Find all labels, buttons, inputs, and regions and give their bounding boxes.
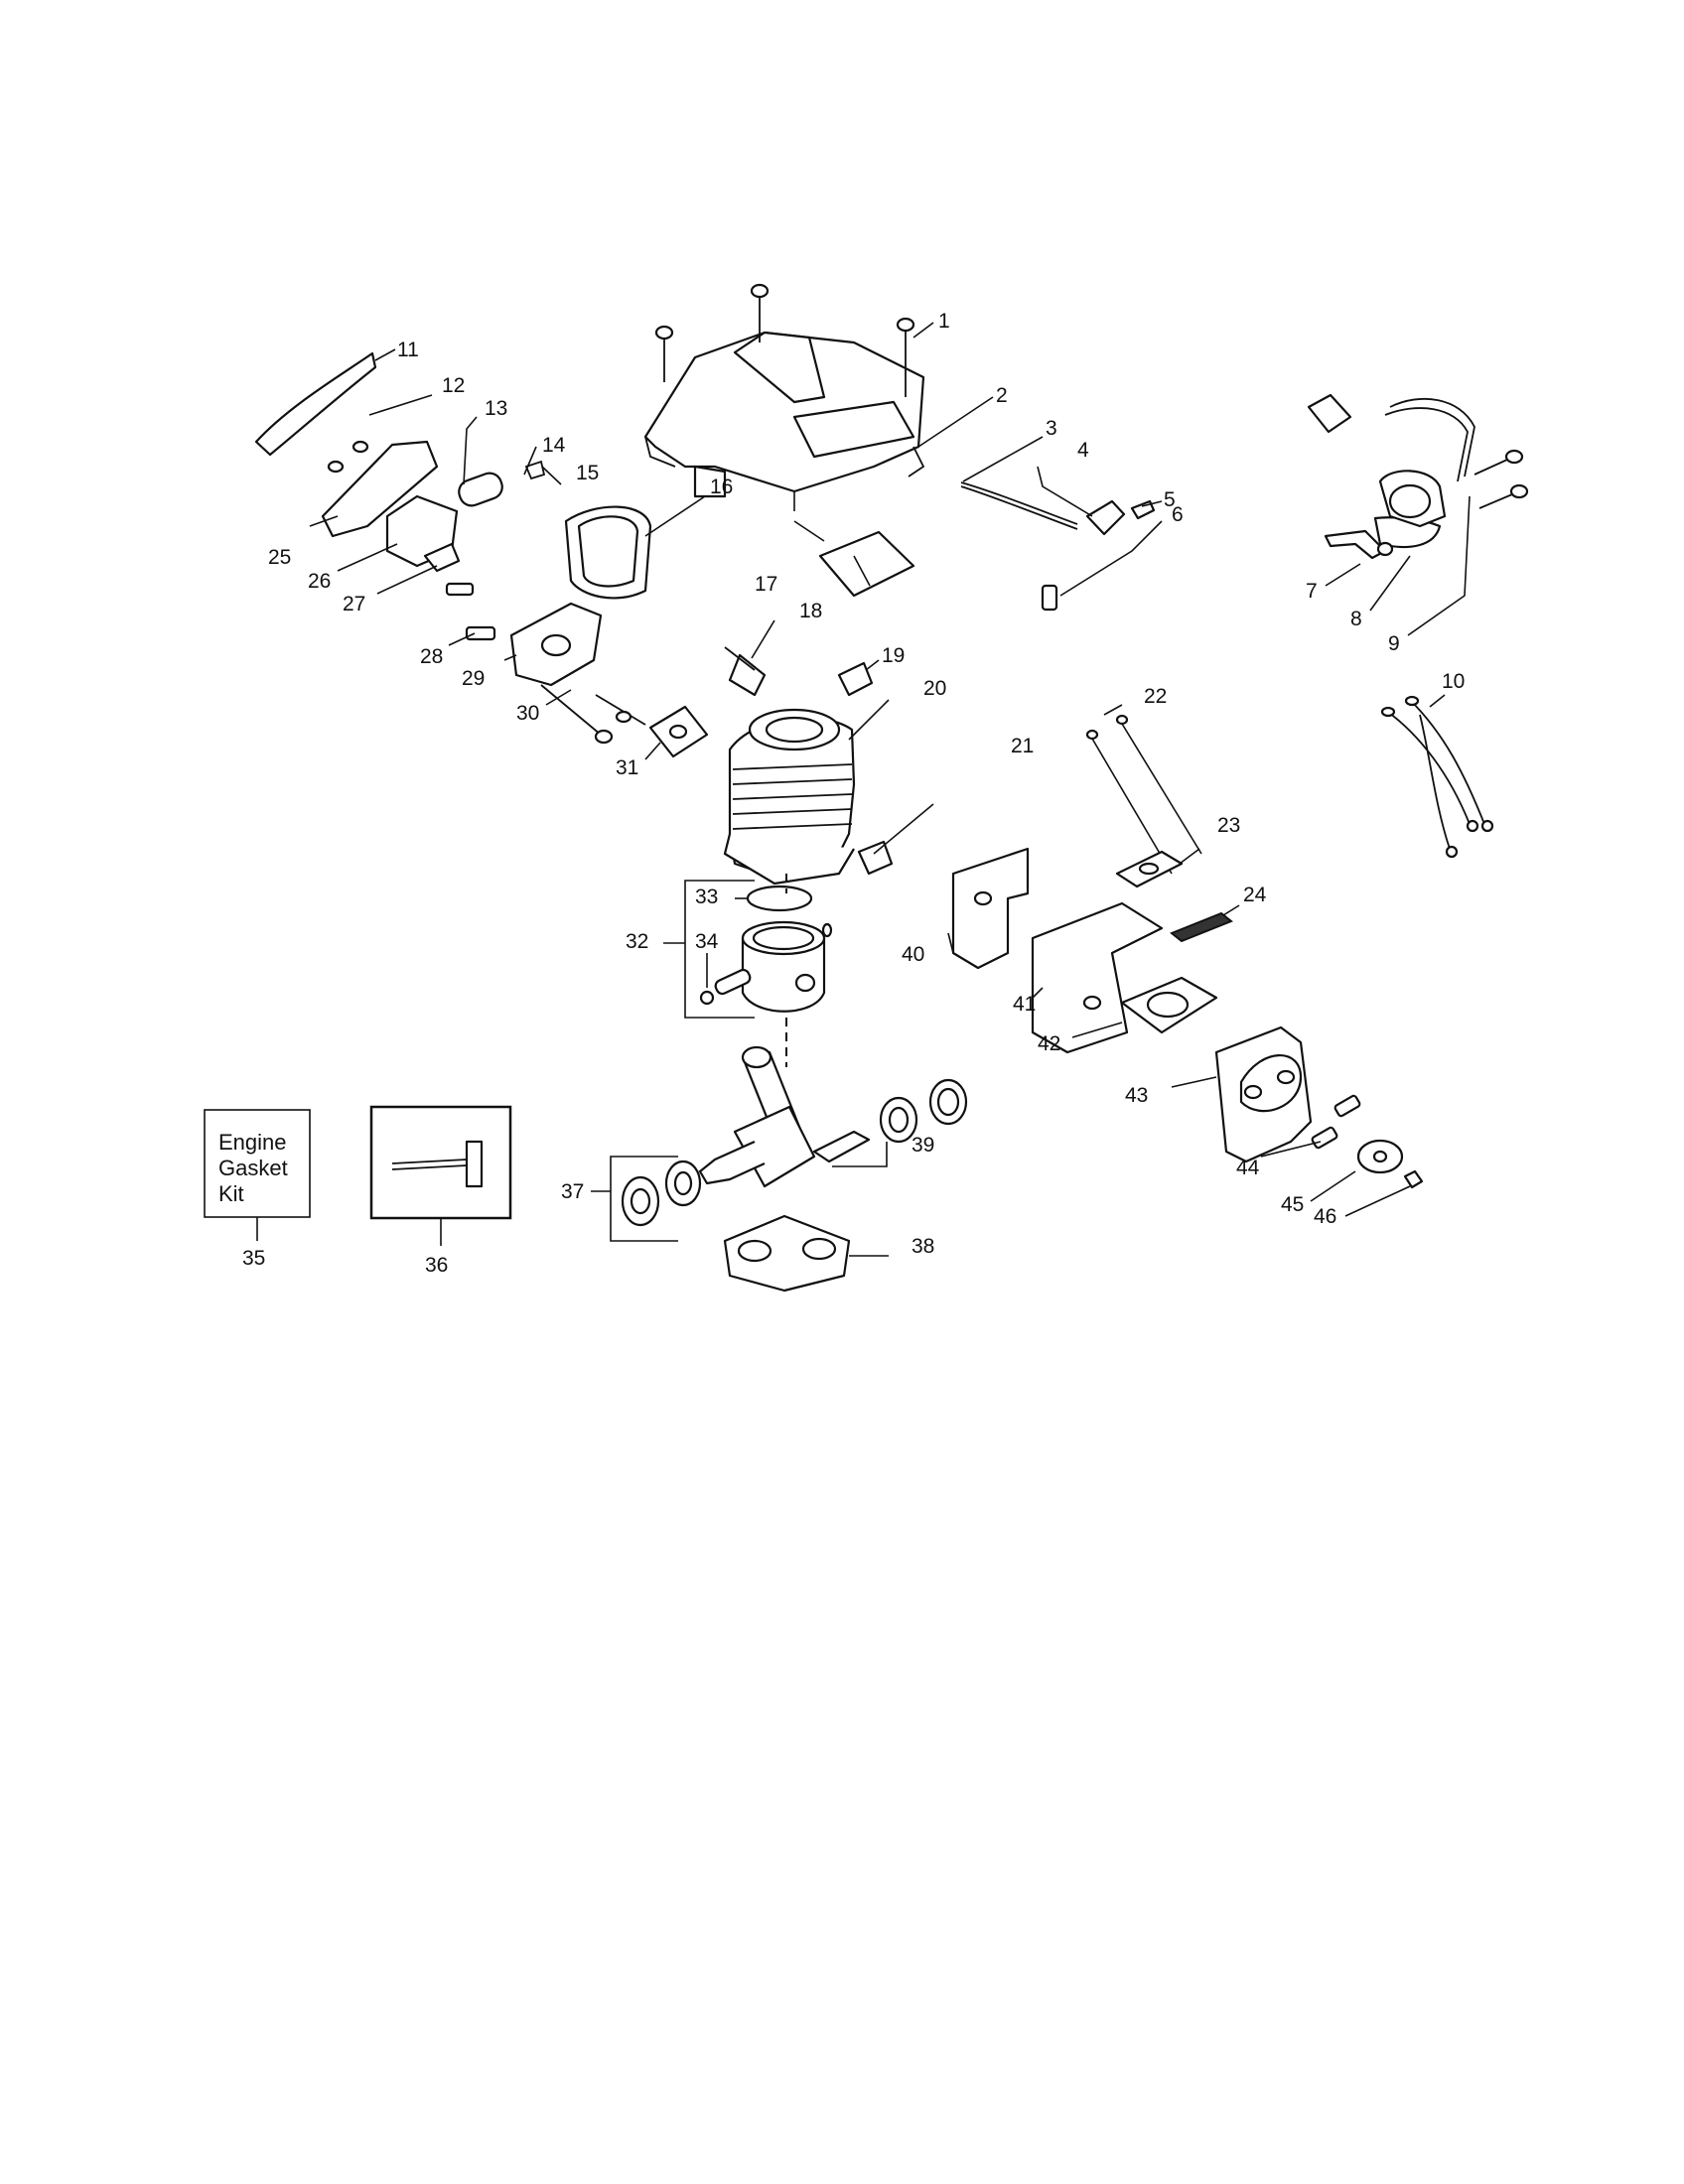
callout-36: 36 bbox=[425, 1254, 448, 1277]
callout-35: 35 bbox=[242, 1247, 265, 1270]
callout-28: 28 bbox=[420, 645, 443, 668]
callout-29: 29 bbox=[462, 667, 485, 690]
callout-41: 41 bbox=[1013, 993, 1036, 1016]
piston-part bbox=[699, 920, 833, 1013]
callout-21: 21 bbox=[1011, 735, 1034, 757]
cylinder-part bbox=[723, 708, 856, 886]
callout-6: 6 bbox=[1172, 503, 1184, 526]
kit-line-3: Kit bbox=[218, 1181, 244, 1206]
callout-31: 31 bbox=[616, 756, 638, 779]
screw-icon bbox=[1085, 729, 1099, 741]
callout-40: 40 bbox=[902, 943, 924, 966]
callout-22: 22 bbox=[1144, 685, 1167, 708]
callout-12: 12 bbox=[442, 374, 465, 397]
callout-numbers: 1 2 3 4 5 6 7 8 9 10 11 12 13 14 15 16 1… bbox=[242, 310, 1465, 1277]
callout-16: 16 bbox=[710, 476, 733, 498]
callout-20: 20 bbox=[923, 677, 946, 700]
heat-shield-part bbox=[1031, 901, 1164, 1054]
callout-9: 9 bbox=[1388, 632, 1400, 655]
muffler-part bbox=[1214, 1025, 1424, 1189]
callout-2: 2 bbox=[996, 384, 1008, 407]
callout-14: 14 bbox=[542, 434, 566, 457]
spark-arrestor-plate-part bbox=[1115, 850, 1184, 888]
callout-42: 42 bbox=[1038, 1032, 1060, 1055]
callout-34: 34 bbox=[695, 930, 719, 953]
callout-10: 10 bbox=[1442, 670, 1465, 693]
engine-cover-part bbox=[643, 331, 925, 498]
tool-box bbox=[369, 1105, 512, 1220]
plug-boot-part bbox=[837, 661, 874, 697]
ignition-coil-part bbox=[1307, 393, 1529, 560]
screw-icon bbox=[750, 283, 770, 342]
callout-25: 25 bbox=[268, 546, 291, 569]
muffler-gasket-part bbox=[951, 847, 1030, 970]
cover-screws-part bbox=[654, 283, 915, 397]
ignition-wires-part bbox=[1380, 695, 1494, 859]
callout-18: 18 bbox=[799, 600, 822, 622]
decomp-gasket-part bbox=[595, 694, 709, 758]
callout-24: 24 bbox=[1243, 884, 1267, 906]
callout-5: 5 bbox=[1164, 488, 1176, 511]
callout-43: 43 bbox=[1125, 1084, 1148, 1107]
screw-icon bbox=[1474, 449, 1524, 476]
air-filter-cover-part bbox=[254, 351, 377, 457]
callout-33: 33 bbox=[695, 886, 718, 908]
gasket-ring-part bbox=[564, 505, 652, 600]
callout-3: 3 bbox=[1046, 417, 1057, 440]
screw-icon bbox=[1115, 714, 1129, 726]
callout-37: 37 bbox=[561, 1180, 584, 1203]
callout-17: 17 bbox=[755, 573, 777, 596]
callout-26: 26 bbox=[308, 570, 331, 593]
crank-bearings-right-part bbox=[879, 1078, 968, 1144]
fuel-line-part bbox=[960, 481, 1156, 612]
muffler-screws-part bbox=[1085, 714, 1202, 875]
exhaust-gasket-part bbox=[1120, 976, 1218, 1034]
screw-icon bbox=[1478, 483, 1529, 509]
callout-46: 46 bbox=[1314, 1205, 1336, 1228]
callout-13: 13 bbox=[485, 397, 507, 420]
callout-15: 15 bbox=[576, 462, 599, 484]
callout-38: 38 bbox=[912, 1235, 934, 1258]
crankshaft-part bbox=[698, 1045, 871, 1188]
cylinder-cap-part bbox=[857, 840, 894, 876]
callout-11: 11 bbox=[397, 339, 419, 361]
piston-ring-part bbox=[746, 885, 813, 912]
screw-icon bbox=[654, 325, 674, 382]
cover-label-part bbox=[793, 491, 915, 598]
callout-23: 23 bbox=[1217, 814, 1240, 837]
callout-30: 30 bbox=[516, 702, 539, 725]
crankcase-part bbox=[723, 1214, 851, 1293]
spark-arrestor-screen-part bbox=[1170, 911, 1233, 943]
air-filter-part bbox=[321, 440, 439, 538]
intake-manifold-part bbox=[445, 582, 614, 745]
crank-bearings-left-part bbox=[621, 1160, 702, 1227]
carburetor-part bbox=[385, 460, 546, 573]
callout-27: 27 bbox=[343, 593, 365, 615]
kit-line-1: Engine bbox=[218, 1130, 287, 1155]
callout-39: 39 bbox=[912, 1134, 934, 1157]
leader-lines bbox=[256, 322, 1471, 1257]
callout-32: 32 bbox=[626, 930, 648, 953]
callout-44: 44 bbox=[1236, 1157, 1260, 1179]
spark-plug-part bbox=[724, 646, 767, 697]
callout-4: 4 bbox=[1077, 439, 1089, 462]
callout-45: 45 bbox=[1281, 1193, 1304, 1216]
callout-7: 7 bbox=[1306, 580, 1318, 603]
callout-1: 1 bbox=[938, 310, 950, 333]
engine-gasket-kit-box: Engine Gasket Kit bbox=[204, 1109, 311, 1218]
callout-8: 8 bbox=[1350, 608, 1362, 630]
kit-line-2: Gasket bbox=[218, 1156, 288, 1180]
screw-icon bbox=[896, 317, 915, 397]
callout-19: 19 bbox=[882, 644, 905, 667]
